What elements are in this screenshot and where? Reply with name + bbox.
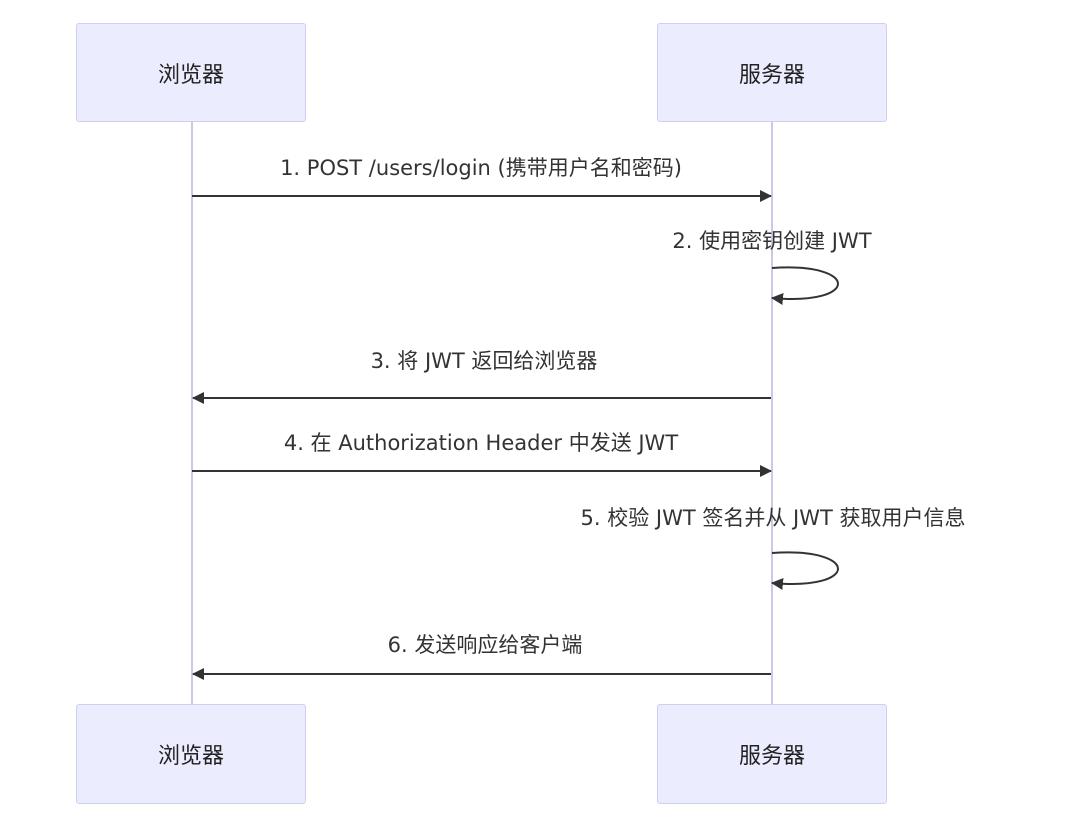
participant-browser-top: 浏览器 bbox=[76, 23, 306, 122]
message-2-self-loop bbox=[771, 266, 839, 305]
message-5-label: 5. 校验 JWT 签名并从 JWT 获取用户信息 bbox=[580, 506, 966, 530]
message-6-label: 6. 发送响应给客户端 bbox=[387, 633, 583, 657]
participant-server-bottom: 服务器 bbox=[657, 704, 887, 804]
participant-server-top: 服务器 bbox=[657, 23, 887, 122]
participant-browser-top-label: 浏览器 bbox=[157, 62, 224, 88]
lifeline-server bbox=[771, 122, 773, 704]
participant-browser-bottom-label: 浏览器 bbox=[157, 744, 224, 769]
participant-server-bottom-label: 服务器 bbox=[738, 744, 805, 769]
message-5-self-loop bbox=[771, 551, 839, 590]
lifeline-browser bbox=[191, 122, 193, 704]
message-1-label: 1. POST /users/login (携带用户名和密码) bbox=[280, 156, 682, 180]
message-4-label: 4. 在 Authorization Header 中发送 JWT bbox=[283, 431, 679, 455]
participant-browser-bottom: 浏览器 bbox=[76, 704, 306, 804]
message-2-label: 2. 使用密钥创建 JWT bbox=[672, 229, 872, 253]
participant-server-top-label: 服务器 bbox=[738, 62, 805, 88]
message-3-label: 3. 将 JWT 返回给浏览器 bbox=[370, 349, 598, 373]
